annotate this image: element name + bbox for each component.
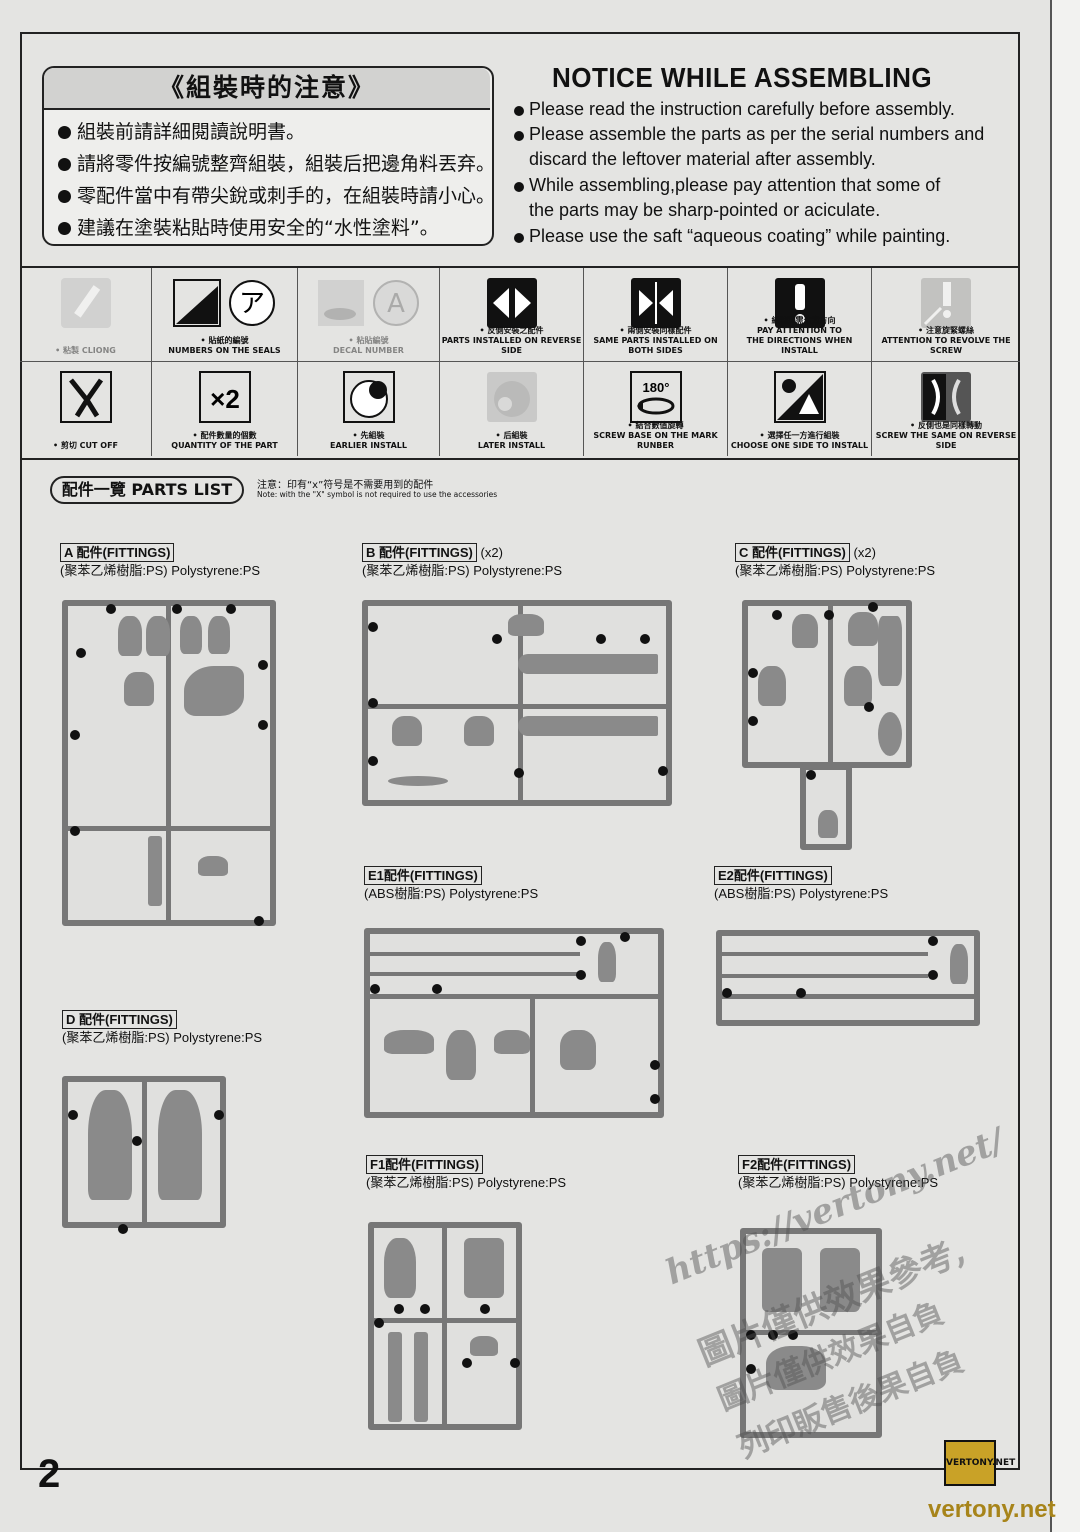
choose-side-icon xyxy=(773,371,826,423)
bullet-icon xyxy=(58,126,71,139)
decal-number-icon: A xyxy=(317,280,419,326)
legend-cell-cut: • 剪切 CUT OFF xyxy=(20,362,152,456)
quantity-x2-icon: ×2 xyxy=(198,371,251,423)
vertony-logo: VERTONY.NET xyxy=(944,1440,1015,1486)
notice-en-item: Please read the instruction carefully be… xyxy=(514,97,1004,122)
svg-text:A: A xyxy=(387,289,405,319)
sprue-e1 xyxy=(364,928,664,1118)
section-e2-label: E2配件(FITTINGS)(ABS樹脂:PS) Polystyrene:PS xyxy=(714,866,889,901)
sprue-c xyxy=(742,600,912,768)
notice-en-item-cont: discard the leftover material after asse… xyxy=(529,149,876,169)
bullet-icon xyxy=(514,233,524,243)
page-number: 2 xyxy=(38,1452,61,1496)
notice-cn-item: 請將零件按編號整齊組裝，組裝后把邊角料丟弃。 xyxy=(58,152,495,176)
reverse-screw-icon xyxy=(921,372,971,422)
both-sides-icon xyxy=(630,278,681,328)
notice-en-item-cont: the parts may be sharp-pointed or acicul… xyxy=(529,200,881,220)
notice-en-item: Please use the saft “aqueous coating” wh… xyxy=(514,224,1004,249)
sprue-d xyxy=(62,1076,226,1234)
watermark-site: vertony.net xyxy=(928,1496,1056,1523)
exclamation-icon xyxy=(774,278,825,328)
parts-list-title: 配件一覽 PARTS LIST xyxy=(50,476,244,504)
notice-cn-item: 組裝前請詳細閱讀說明書。 xyxy=(58,120,305,144)
bullet-icon xyxy=(58,190,71,203)
screw-attention-icon xyxy=(921,278,971,328)
bullet-icon xyxy=(514,131,524,141)
section-a-label: A 配件(FITTINGS)(聚苯乙烯樹脂:PS) Polystyrene:PS xyxy=(60,543,261,578)
parts-list-note-en: Note: with the "X" symbol is not require… xyxy=(257,490,498,499)
rotate-180-icon: 180° xyxy=(629,371,682,423)
svg-text:180°: 180° xyxy=(642,380,669,395)
notice-en-item: While assembling,please pay attention th… xyxy=(514,173,1004,198)
notice-cn-title: 《組裝時的注意》 xyxy=(44,68,490,110)
earlier-install-icon xyxy=(342,371,395,423)
notice-cn-item: 零配件當中有帶尖銳或刺手的，在組裝時請小心。 xyxy=(58,184,495,208)
parts-list-note-cn: 注意：印有“x”符号是不需要用到的配件 xyxy=(257,480,434,491)
svg-text:×2: ×2 xyxy=(210,384,240,414)
section-d-label: D 配件(FITTINGS)(聚苯乙烯樹脂:PS) Polystyrene:PS xyxy=(62,1010,263,1045)
legend-cell-glue: • 粘製 CLIONG xyxy=(20,268,152,362)
page-frame xyxy=(20,32,1020,1470)
bullet-icon xyxy=(58,222,71,235)
bullet-icon xyxy=(58,158,71,171)
nipper-cut-icon xyxy=(59,371,112,423)
sprue-f2 xyxy=(740,1228,882,1438)
later-install-icon xyxy=(486,372,537,422)
sprue-e2 xyxy=(716,930,980,1026)
section-f1-label: F1配件(FITTINGS)(聚苯乙烯樹脂:PS) Polystyrene:PS xyxy=(366,1155,567,1190)
sprue-b xyxy=(362,600,672,806)
section-c-label: C 配件(FITTINGS) (x2)(聚苯乙烯樹脂:PS) Polystyre… xyxy=(735,543,936,578)
sprue-f1 xyxy=(368,1222,522,1430)
page-edge xyxy=(1050,0,1080,1532)
sprue-c-tab xyxy=(800,764,852,850)
section-b-label: B 配件(FITTINGS) (x2)(聚苯乙烯樹脂:PS) Polystyre… xyxy=(362,543,563,578)
bullet-icon xyxy=(514,106,524,116)
sprue-a xyxy=(62,600,276,926)
notice-en-item: Please assemble the parts as per the ser… xyxy=(514,122,1004,147)
notice-cn-item: 建議在塗裝粘貼時使用安全的“水性塗料”。 xyxy=(58,216,439,240)
glue-brush-icon xyxy=(60,278,111,328)
seal-number-icon: ア xyxy=(172,279,275,327)
svg-text:ア: ア xyxy=(238,289,264,319)
bullet-icon xyxy=(514,182,524,192)
section-e1-label: E1配件(FITTINGS)(ABS樹脂:PS) Polystyrene:PS xyxy=(364,866,539,901)
section-f2-label: F2配件(FITTINGS)(聚苯乙烯樹脂:PS) Polystyrene:PS xyxy=(738,1155,939,1190)
notice-en-title: NOTICE WHILE ASSEMBLING xyxy=(552,62,933,93)
reverse-side-icon xyxy=(486,278,537,328)
